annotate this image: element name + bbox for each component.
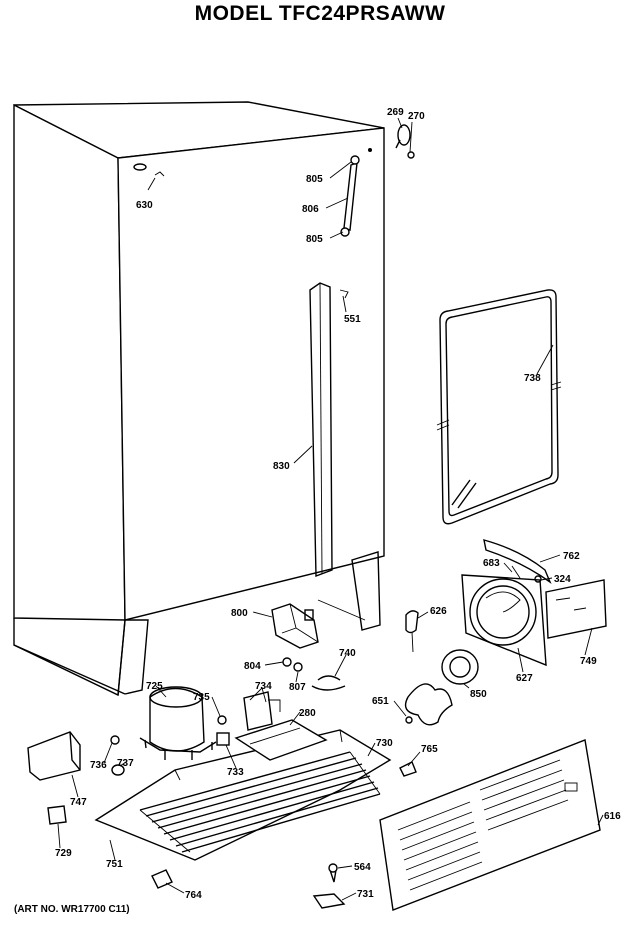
label-806: 806 [302,204,319,215]
label-807: 807 [289,682,306,693]
label-736: 736 [90,760,107,771]
label-730: 730 [376,738,393,749]
label-733: 733 [227,767,244,778]
label-269: 269 [387,107,404,118]
label-804: 804 [244,661,261,672]
condenser-coil [139,751,381,853]
label-630: 630 [136,200,153,211]
label-651: 651 [372,696,389,707]
label-737: 737 [117,758,134,769]
label-740: 740 [339,648,356,659]
label-280: 280 [299,708,316,719]
label-627: 627 [516,673,533,684]
label-551: 551 [344,314,361,325]
label-729: 729 [55,848,72,859]
brackets [27,731,81,825]
label-564: 564 [354,862,371,873]
rear-grille [379,739,601,911]
label-738: 738 [524,373,541,384]
label-735: 735 [193,692,210,703]
refrigerator-cabinet [13,101,385,697]
label-324: 324 [554,574,571,585]
condenser-base [94,719,392,861]
label-749: 749 [580,656,597,667]
label-764: 764 [185,890,202,901]
label-747: 747 [70,797,87,808]
label-805-lower: 805 [306,234,323,245]
label-616: 616 [604,811,621,822]
label-734: 734 [255,681,272,692]
label-626: 626 [430,606,447,617]
label-751: 751 [106,859,123,870]
label-762: 762 [563,551,580,562]
fan-assembly [461,539,607,667]
label-725: 725 [146,681,163,692]
label-731: 731 [357,889,374,900]
door-gasket [436,289,562,525]
label-765: 765 [421,744,438,755]
label-683: 683 [483,558,500,569]
compressor [139,686,217,760]
leader-lines [57,117,604,901]
fan-motor-parts [404,610,479,726]
page-title: MODEL TFC24PRSAWW [194,2,446,25]
hinge-parts [339,124,415,299]
label-830: 830 [273,461,290,472]
label-800: 800 [231,608,248,619]
label-270: 270 [408,111,425,122]
label-850: 850 [470,689,487,700]
compressor-hardware [110,691,281,776]
label-805-upper: 805 [306,174,323,185]
art-number: (ART NO. WR17700 C11) [14,904,130,915]
defrost-timer-parts [271,603,346,691]
